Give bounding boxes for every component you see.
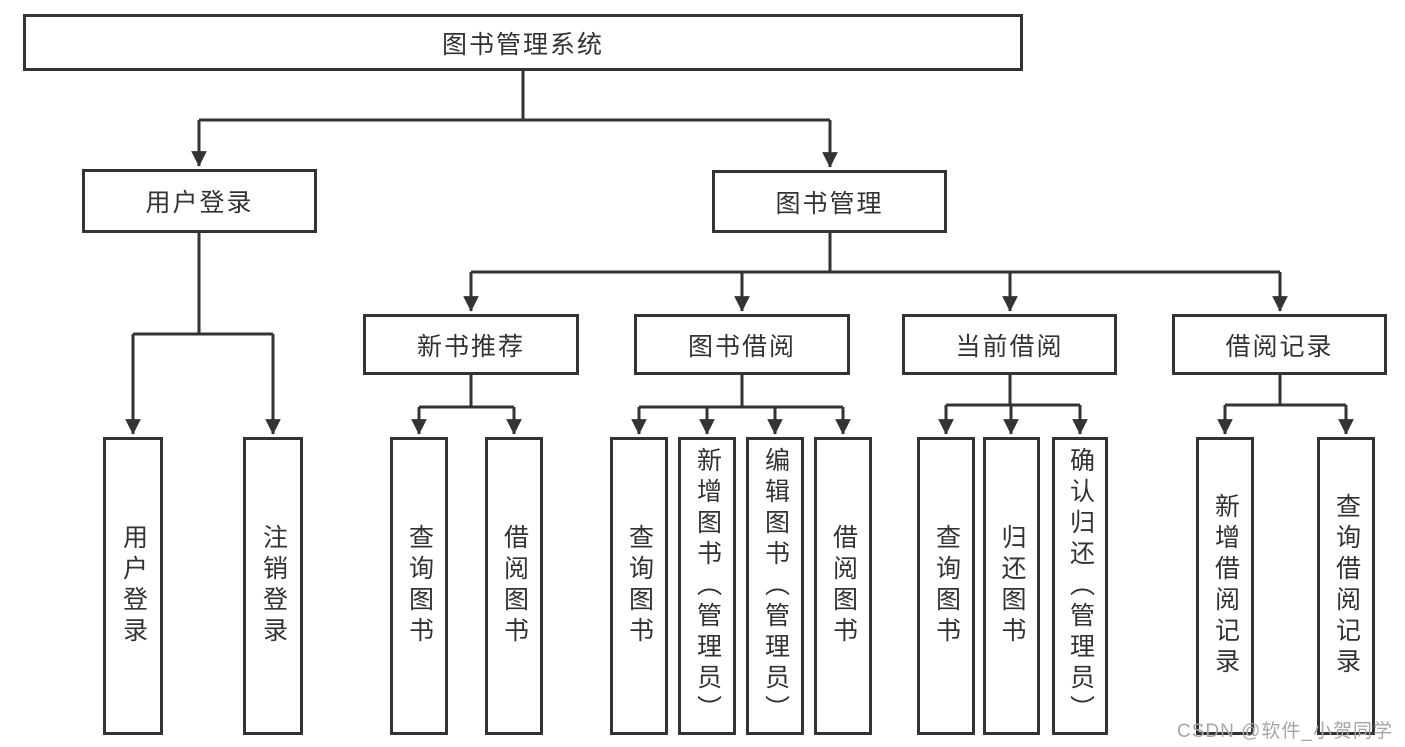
leaf-records-query-record: 查询借阅记录 — [1317, 437, 1375, 735]
leaf-current-return-books: 归还图书 — [983, 437, 1040, 735]
leaf-borrow-edit-books-admin-label: 编辑图书（管理员） — [761, 446, 790, 726]
leaf-borrow-query-books: 查询图书 — [610, 437, 668, 735]
edges-current-borrow — [938, 375, 1088, 435]
edges-new-book — [411, 375, 522, 435]
leaf-current-confirm-return-admin: 确认归还（管理员） — [1052, 437, 1108, 735]
edges-borrow-records — [1217, 375, 1354, 435]
leaf-borrow-borrow-books: 借阅图书 — [814, 437, 872, 735]
node-root-label: 图书管理系统 — [441, 30, 604, 59]
leaf-current-confirm-return-admin-label: 确认归还（管理员） — [1066, 446, 1095, 726]
leaf-newbook-borrow-books-label: 借阅图书 — [500, 524, 529, 648]
edges-root — [191, 71, 838, 168]
leaf-current-query-books-label: 查询图书 — [932, 524, 961, 648]
node-book-management-label: 图书管理 — [775, 189, 884, 218]
leaf-records-add-record: 新增借阅记录 — [1196, 437, 1254, 735]
leaf-borrow-add-books-admin: 新增图书（管理员） — [678, 437, 736, 735]
edges-book-management — [463, 233, 1288, 312]
edges-book-borrow — [631, 375, 851, 435]
leaf-newbook-query-books: 查询图书 — [390, 437, 448, 735]
node-user-login: 用户登录 — [82, 169, 317, 233]
leaf-logout: 注销登录 — [243, 437, 303, 735]
leaf-borrow-query-books-label: 查询图书 — [625, 524, 654, 648]
leaf-newbook-query-books-label: 查询图书 — [405, 524, 434, 648]
node-borrow-records-label: 借阅记录 — [1225, 332, 1334, 361]
node-book-borrow-label: 图书借阅 — [687, 332, 796, 361]
leaf-user-login-label: 用户登录 — [119, 524, 148, 648]
node-book-borrow: 图书借阅 — [634, 314, 850, 375]
node-new-book-recommend: 新书推荐 — [363, 314, 579, 375]
node-book-management: 图书管理 — [712, 170, 947, 233]
leaf-records-query-record-label: 查询借阅记录 — [1332, 493, 1361, 679]
node-new-book-recommend-label: 新书推荐 — [416, 332, 525, 361]
leaf-current-return-books-label: 归还图书 — [998, 524, 1026, 648]
node-borrow-records: 借阅记录 — [1172, 314, 1387, 375]
leaf-logout-label: 注销登录 — [259, 524, 288, 648]
leaf-newbook-borrow-books: 借阅图书 — [485, 437, 543, 735]
leaf-borrow-borrow-books-label: 借阅图书 — [829, 524, 858, 648]
leaf-borrow-edit-books-admin: 编辑图书（管理员） — [746, 437, 804, 735]
node-current-borrow: 当前借阅 — [902, 314, 1117, 375]
csdn-watermark: CSDN @软件_小贺同学 — [1177, 721, 1393, 742]
node-current-borrow-label: 当前借阅 — [955, 332, 1064, 361]
leaf-borrow-add-books-admin-label: 新增图书（管理员） — [693, 446, 722, 726]
node-root: 图书管理系统 — [23, 14, 1023, 71]
node-user-login-label: 用户登录 — [145, 189, 254, 217]
leaf-records-add-record-label: 新增借阅记录 — [1211, 493, 1240, 679]
leaf-user-login: 用户登录 — [103, 437, 163, 735]
edges-user-login — [125, 233, 281, 435]
leaf-current-query-books: 查询图书 — [917, 437, 975, 735]
